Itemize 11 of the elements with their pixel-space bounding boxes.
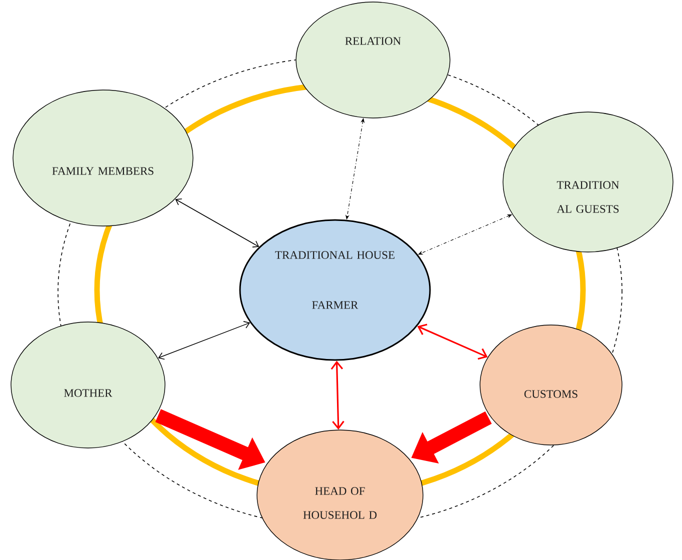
arrow [158, 321, 250, 360]
arrow [417, 324, 488, 360]
ellipse-node: CUSTOMS [480, 324, 622, 446]
ellipse-node: MOTHER [10, 322, 166, 448]
ellipse-node: FAMILY MEMBERS [12, 90, 194, 226]
arrow [175, 198, 260, 248]
arrow [330, 360, 344, 430]
ellipse-node: HEAD OF HOUSEHOL D [256, 430, 424, 560]
ellipse-node: TRADITIONAL HOUSE FARMER [239, 219, 431, 361]
ellipse-node: TRADITION AL GUESTS [502, 112, 674, 252]
ellipse-node: RELATION [296, 2, 450, 118]
